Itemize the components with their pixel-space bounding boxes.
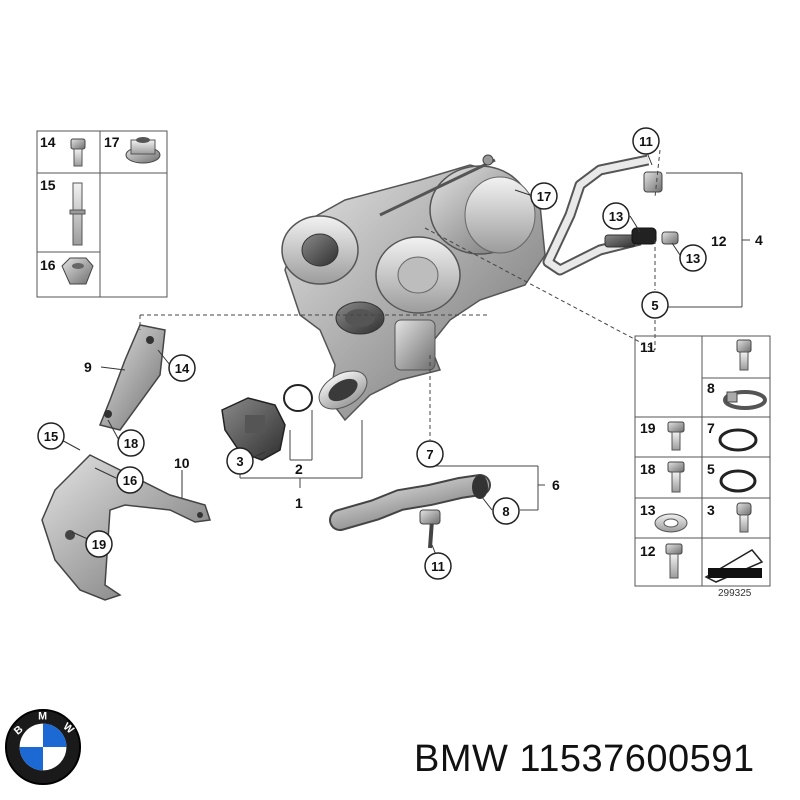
- parts-legend-box: [634, 335, 771, 587]
- legend-3: 3: [707, 502, 715, 518]
- bracket-line-4: [666, 172, 750, 308]
- callout-3: 3: [236, 454, 243, 469]
- legend-11: 11: [640, 339, 655, 355]
- banjo-bolt-11-icon: [736, 339, 752, 371]
- pointer-arrow-icon: [704, 549, 764, 583]
- callout-10: 10: [174, 455, 190, 471]
- heat-shield-bracket: [98, 324, 166, 431]
- turbocharger-assembly: [281, 154, 546, 422]
- callout-15: 15: [40, 177, 56, 193]
- svg-text:M: M: [38, 711, 47, 723]
- bolt-18-icon: [667, 461, 685, 493]
- callout-5-top: 5: [651, 298, 658, 313]
- stud-15-icon: [69, 182, 86, 246]
- bolt-19-icon: [667, 421, 685, 451]
- oil-line-assembly: [542, 154, 679, 276]
- legend-5: 5: [707, 461, 715, 477]
- legend-8: 8: [707, 380, 715, 396]
- legend-18: 18: [640, 461, 656, 477]
- callout-13-a: 13: [609, 209, 623, 224]
- hose-clamp-8-icon: [723, 390, 767, 410]
- nut-17-icon: [125, 137, 161, 164]
- screw-3-icon: [736, 502, 752, 533]
- callout-17: 17: [537, 189, 551, 204]
- legend-7: 7: [707, 420, 715, 436]
- nut-16-icon: [61, 257, 94, 285]
- callout-6: 6: [552, 477, 560, 493]
- callout-8: 8: [502, 504, 509, 519]
- callout-16-box: 16: [40, 257, 56, 273]
- callout-1: 1: [295, 495, 303, 511]
- callout-17-box: 17: [104, 134, 120, 150]
- callout-13-b: 13: [686, 251, 700, 266]
- reference-number: 299325: [718, 588, 752, 599]
- callout-14-b: 14: [175, 361, 190, 376]
- callout-circles: [37, 127, 707, 580]
- bmw-logo: B M W: [4, 708, 82, 786]
- callout-9: 9: [84, 359, 92, 375]
- legend-13: 13: [640, 502, 656, 518]
- callout-16: 16: [123, 473, 137, 488]
- callout-2: 2: [295, 461, 303, 477]
- callout-15-b: 15: [44, 429, 58, 444]
- oil-return-pipe: [329, 474, 491, 549]
- o-ring-5-icon: [719, 469, 757, 493]
- callout-11-top: 11: [639, 134, 653, 149]
- callout-11-bottom: 11: [431, 559, 445, 574]
- seal-ring-7-icon: [718, 428, 758, 452]
- bracket-line-6: [430, 465, 545, 511]
- callout-12: 12: [711, 233, 727, 249]
- small-parts-box-top-left: [36, 130, 168, 298]
- callout-7: 7: [426, 447, 433, 462]
- washer-13-icon: [654, 513, 688, 533]
- callout-19: 19: [92, 537, 106, 552]
- bracket-line-1-2: [239, 410, 363, 488]
- bolt-14-icon: [70, 138, 86, 167]
- legend-12: 12: [640, 543, 656, 559]
- callout-18: 18: [124, 436, 138, 451]
- callout-14: 14: [40, 134, 56, 150]
- legend-19: 19: [640, 420, 656, 436]
- actuator-unit: [221, 384, 313, 461]
- bolt-12-icon: [665, 543, 683, 579]
- part-number-caption: BMW 11537600591: [414, 738, 755, 780]
- callout-4: 4: [755, 232, 763, 248]
